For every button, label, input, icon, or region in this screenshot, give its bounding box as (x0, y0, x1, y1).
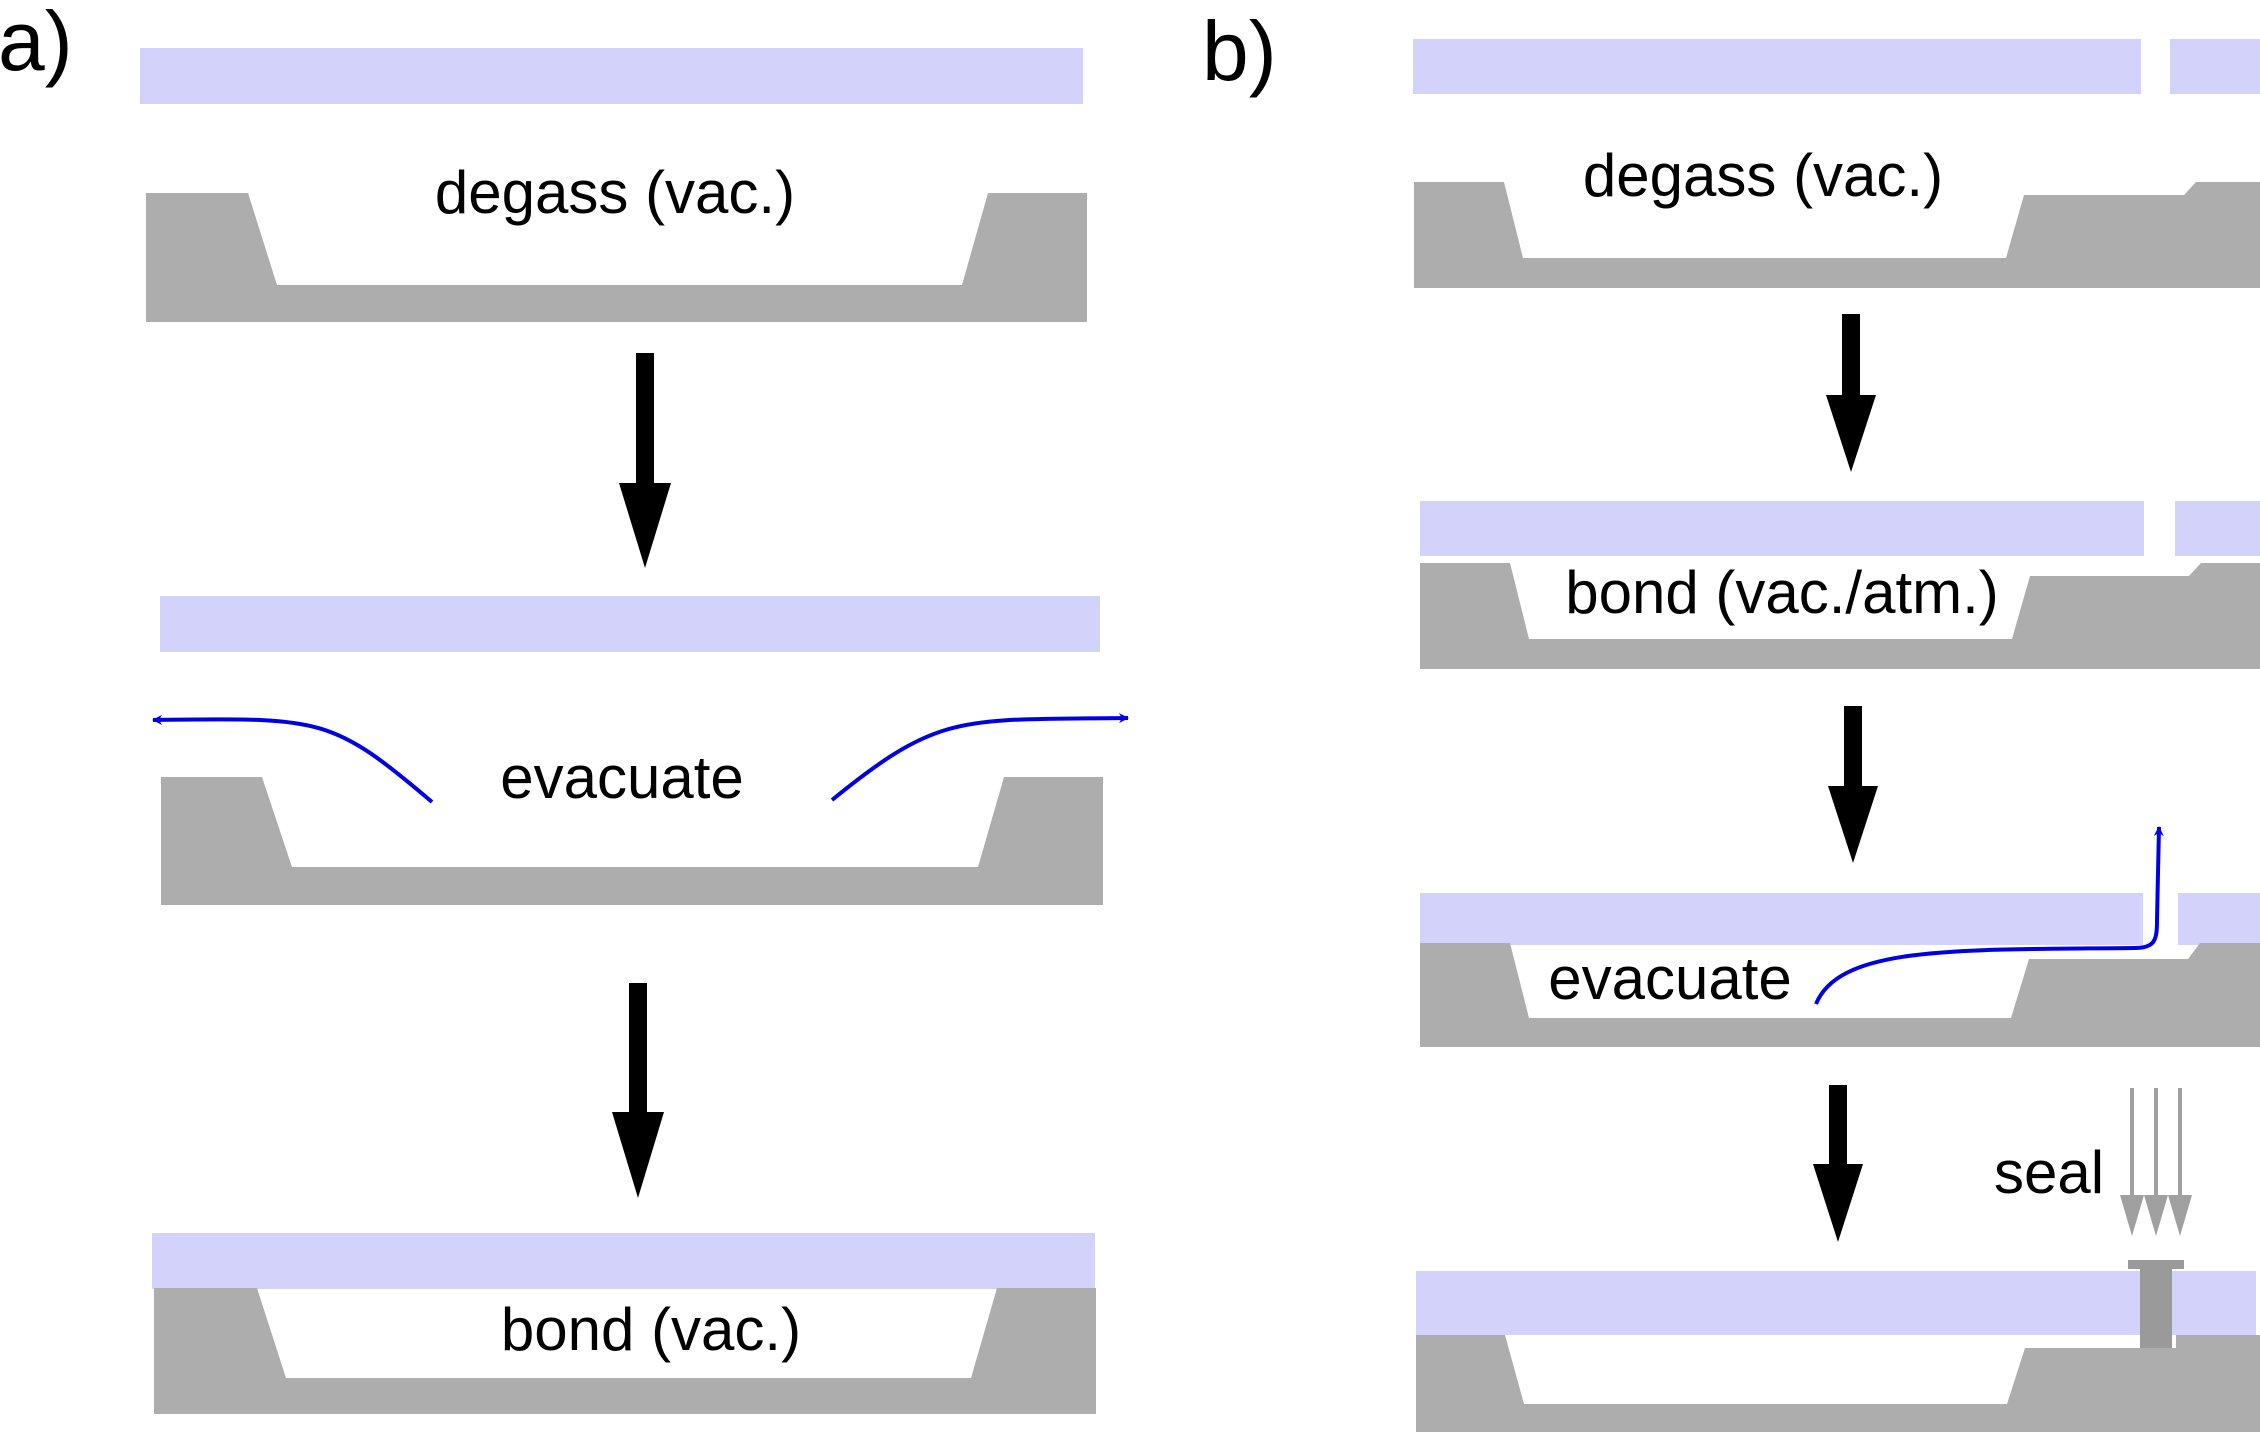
flow-arrow-right (830, 713, 1129, 802)
cavity-substrate (1416, 1335, 2260, 1432)
step-label-degass: degass (vac.) (435, 159, 795, 226)
seal-plug-stem (2140, 1269, 2172, 1348)
step-label-evacuate: evacuate (1548, 945, 1792, 1012)
seal-plug-cap (2128, 1260, 2184, 1269)
step-label-bond: bond (vac./atm.) (1565, 559, 1999, 626)
flow-arrow-through-port (1814, 826, 2164, 1005)
panel-a-step-degass: degass (vac.) (140, 48, 1087, 322)
glass-lid (1416, 1271, 2256, 1335)
cavity-substrate (154, 1288, 1096, 1414)
glass-lid (1420, 893, 2143, 945)
flow-arrow-left (152, 714, 434, 804)
panel-b: b) degass (vac.) bond (vac./atm.) (1202, 4, 2260, 1432)
glass-lid-segment (2170, 39, 2260, 94)
process-arrow-down (1828, 706, 1878, 863)
cavity-substrate-with-port (1414, 182, 2260, 288)
panel-a-label: a) (0, 0, 73, 88)
cavity-substrate (161, 777, 1103, 905)
panel-b-step-seal: seal (1416, 1088, 2260, 1432)
cavity-substrate (146, 193, 1087, 322)
glass-lid (1420, 501, 2144, 556)
seal-arrows (2120, 1088, 2192, 1236)
process-arrow-down (1826, 314, 1876, 472)
panel-a-step-bond: bond (vac.) (152, 1233, 1096, 1414)
panel-a-step-evacuate: evacuate (152, 596, 1129, 905)
process-arrow-down (612, 983, 664, 1198)
panel-a: a) degass (vac.) evacuate bond (v (0, 0, 1129, 1414)
process-arrow-down (619, 353, 671, 568)
panel-b-step-evacuate: evacuate (1420, 826, 2260, 1047)
glass-lid (140, 48, 1083, 104)
panel-b-step-bond: bond (vac./atm.) (1420, 501, 2260, 669)
step-label-bond: bond (vac.) (501, 1296, 801, 1363)
cavity-substrate-with-port (1420, 943, 2260, 1047)
process-arrow-down (1813, 1085, 1863, 1242)
glass-lid (152, 1233, 1095, 1289)
glass-lid-segment (2175, 501, 2260, 556)
cavity-substrate-with-port (1420, 563, 2260, 669)
step-label-degass: degass (vac.) (1583, 142, 1943, 209)
step-label-evacuate: evacuate (500, 744, 744, 811)
glass-lid (1413, 39, 2141, 94)
panel-b-label: b) (1202, 4, 1277, 98)
glass-lid-segment (2178, 893, 2260, 945)
panel-b-step-degass: degass (vac.) (1413, 39, 2260, 288)
glass-lid (160, 596, 1100, 652)
step-label-seal: seal (1994, 1139, 2104, 1206)
